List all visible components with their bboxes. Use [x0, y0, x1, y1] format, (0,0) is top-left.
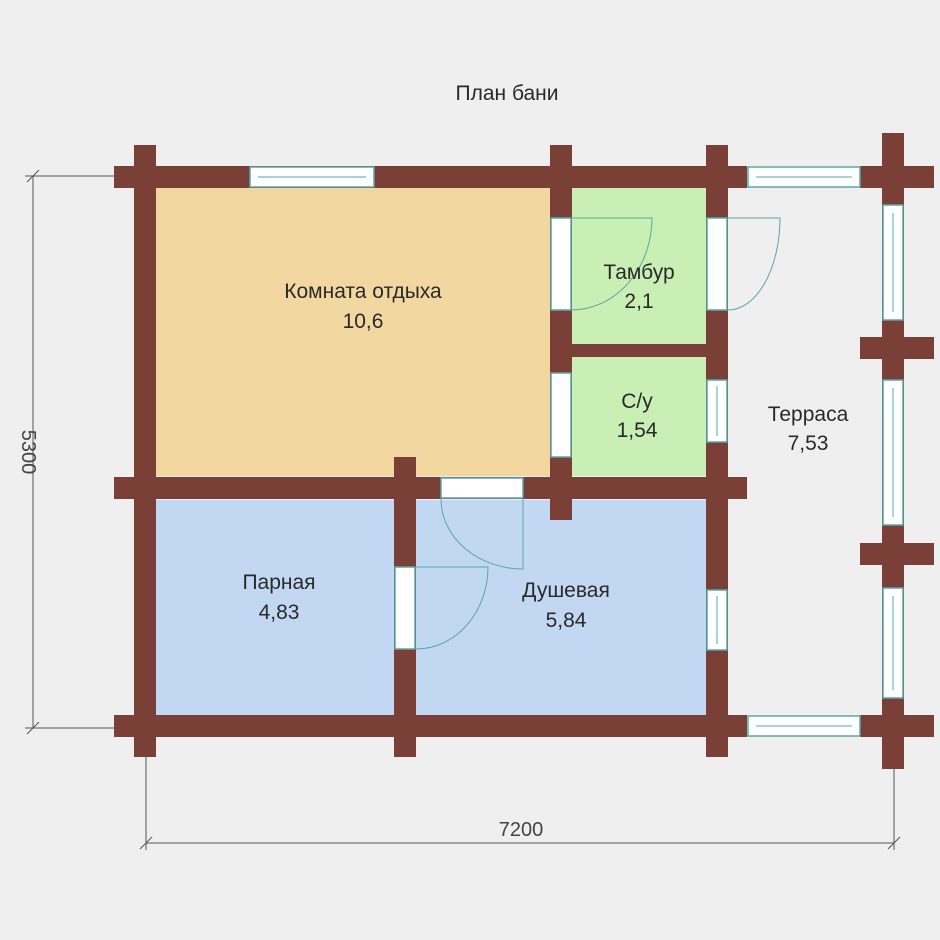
width-dimension-label: 7200 — [499, 819, 544, 841]
height-tick-bottom — [26, 721, 40, 735]
rest-room-name: Комната отдыха — [284, 280, 442, 303]
plan-title: План бани — [455, 82, 558, 105]
windows — [249, 166, 904, 737]
shower-floor — [415, 500, 708, 715]
window-vestibule-left — [550, 217, 572, 311]
steam-room-area: 4,83 — [259, 601, 300, 624]
wc-name: С/у — [621, 390, 653, 413]
rest-room-area: 10,6 — [343, 310, 384, 333]
steam-room-name: Парная — [242, 571, 315, 594]
wall-vestibule-wc — [553, 344, 726, 357]
window-wc-left — [550, 372, 572, 458]
wall-middle — [114, 477, 747, 499]
dimension-lines — [25, 169, 901, 850]
terrace-area: 7,53 — [788, 432, 829, 455]
terrace-name: Терраса — [768, 403, 849, 426]
door-swing-shower — [440, 498, 524, 570]
door-swing-vestibule — [570, 217, 653, 311]
vestibule-name: Тамбур — [603, 261, 674, 284]
window-steam-door — [394, 566, 416, 650]
vestibule-area: 2,1 — [624, 290, 653, 313]
height-tick-top — [26, 169, 40, 183]
steam-room-floor — [155, 500, 395, 715]
door-swing-steam — [415, 566, 489, 650]
wall-center — [550, 145, 572, 520]
wall-bottom — [114, 715, 747, 737]
height-dimension-label: 5300 — [17, 430, 39, 475]
wc-floor — [570, 357, 708, 476]
door-swing-entrance — [727, 217, 781, 311]
wall-top — [114, 166, 747, 188]
room-labels: Комната отдыха 10,6 Тамбур 2,1 С/у 1,54 … — [242, 261, 848, 632]
rest-room-floor — [155, 188, 553, 476]
window-panes — [258, 176, 894, 727]
width-tick-right — [887, 836, 901, 850]
width-tick-left — [139, 836, 153, 850]
shower-area: 5,84 — [546, 609, 587, 632]
wall-left — [134, 145, 156, 757]
window-shower-top — [440, 477, 524, 499]
window-vestibule-right — [706, 217, 728, 311]
wc-area: 1,54 — [617, 419, 658, 442]
shower-name: Душевая — [522, 579, 610, 602]
door-swings — [415, 217, 781, 650]
vestibule-floor — [570, 188, 708, 344]
